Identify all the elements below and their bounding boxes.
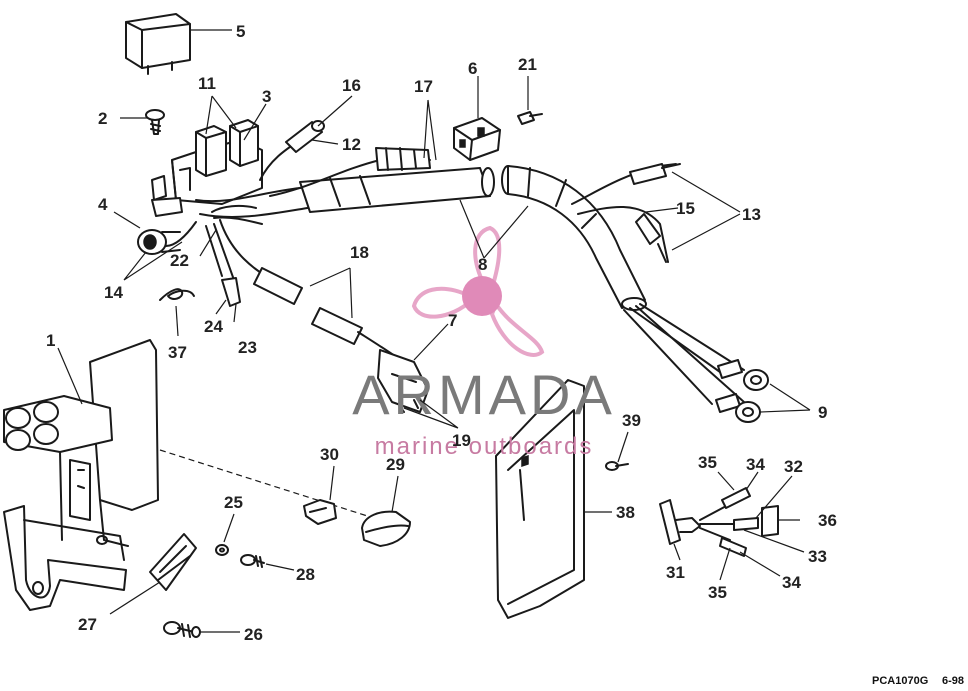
label-22: 22 (170, 251, 189, 270)
label-24: 24 (204, 317, 223, 336)
propeller-blade-left (411, 286, 475, 319)
main-harness (165, 120, 769, 423)
part-connector-6 (453, 117, 501, 161)
propeller-blade-right (489, 299, 545, 357)
label-19: 19 (452, 431, 471, 450)
propeller-hub (462, 276, 502, 316)
label-33: 33 (808, 547, 827, 566)
part-labels: 5 2 3 11 16 12 17 6 21 4 14 22 8 15 13 1… (46, 22, 837, 644)
part-screw-2 (145, 109, 165, 135)
label-34: 34 (746, 455, 765, 474)
part-screw-28 (240, 554, 265, 568)
watermark-brand: ARMADA (352, 363, 616, 426)
label-30: 30 (320, 445, 339, 464)
label-32: 32 (784, 457, 803, 476)
part-bolt-21 (517, 111, 543, 125)
propeller-blade-top (473, 225, 502, 290)
label-5: 5 (236, 22, 245, 41)
label-39: 39 (622, 411, 641, 430)
part-screw-26 (163, 621, 201, 638)
label-1: 1 (46, 331, 55, 350)
label-35-b: 35 (708, 583, 727, 602)
label-34-b: 34 (782, 573, 801, 592)
label-3: 3 (262, 87, 271, 106)
label-4: 4 (98, 195, 108, 214)
figure-date-text: 6-98 (942, 675, 964, 686)
label-6: 6 (468, 59, 477, 78)
label-37: 37 (168, 343, 187, 362)
label-18: 18 (350, 243, 369, 262)
part-clip-30 (303, 499, 337, 525)
label-14: 14 (104, 283, 123, 302)
part-cover-29 (361, 510, 411, 547)
part-module-38 (495, 379, 585, 619)
label-27: 27 (78, 615, 97, 634)
part-washer-25 (215, 544, 229, 556)
label-25: 25 (224, 493, 243, 512)
leader-lines (57, 29, 811, 633)
part-bracket-1 (3, 339, 381, 611)
label-31: 31 (666, 563, 685, 582)
label-21: 21 (518, 55, 537, 74)
figure-code: PCA1070G 6-98 (872, 675, 964, 687)
label-28: 28 (296, 565, 315, 584)
label-8: 8 (478, 255, 487, 274)
label-12: 12 (342, 135, 361, 154)
watermark-tagline: marine outboards (375, 433, 594, 460)
figure-code-text: PCA1070G (872, 675, 928, 686)
label-11: 11 (198, 74, 216, 93)
label-7: 7 (448, 311, 457, 330)
label-26: 26 (244, 625, 263, 644)
label-23: 23 (238, 338, 257, 357)
watermark: ARMADA marine outboards (352, 225, 616, 460)
label-29: 29 (386, 455, 405, 474)
label-13: 13 (742, 205, 761, 224)
part-connector-31 (659, 487, 779, 557)
label-36: 36 (818, 511, 837, 530)
label-9: 9 (818, 403, 827, 422)
propeller-logo (411, 225, 545, 357)
label-15: 15 (676, 199, 695, 218)
part-solenoid-block (151, 119, 263, 217)
part-clip-37 (159, 288, 195, 301)
label-2: 2 (98, 109, 107, 128)
part-screw-39 (605, 461, 629, 471)
label-16: 16 (342, 76, 361, 95)
label-38: 38 (616, 503, 635, 522)
part-relay (125, 13, 191, 75)
part-grommet (137, 229, 181, 255)
part-plate-27 (149, 533, 197, 591)
label-17: 17 (414, 77, 433, 96)
label-35: 35 (698, 453, 717, 472)
